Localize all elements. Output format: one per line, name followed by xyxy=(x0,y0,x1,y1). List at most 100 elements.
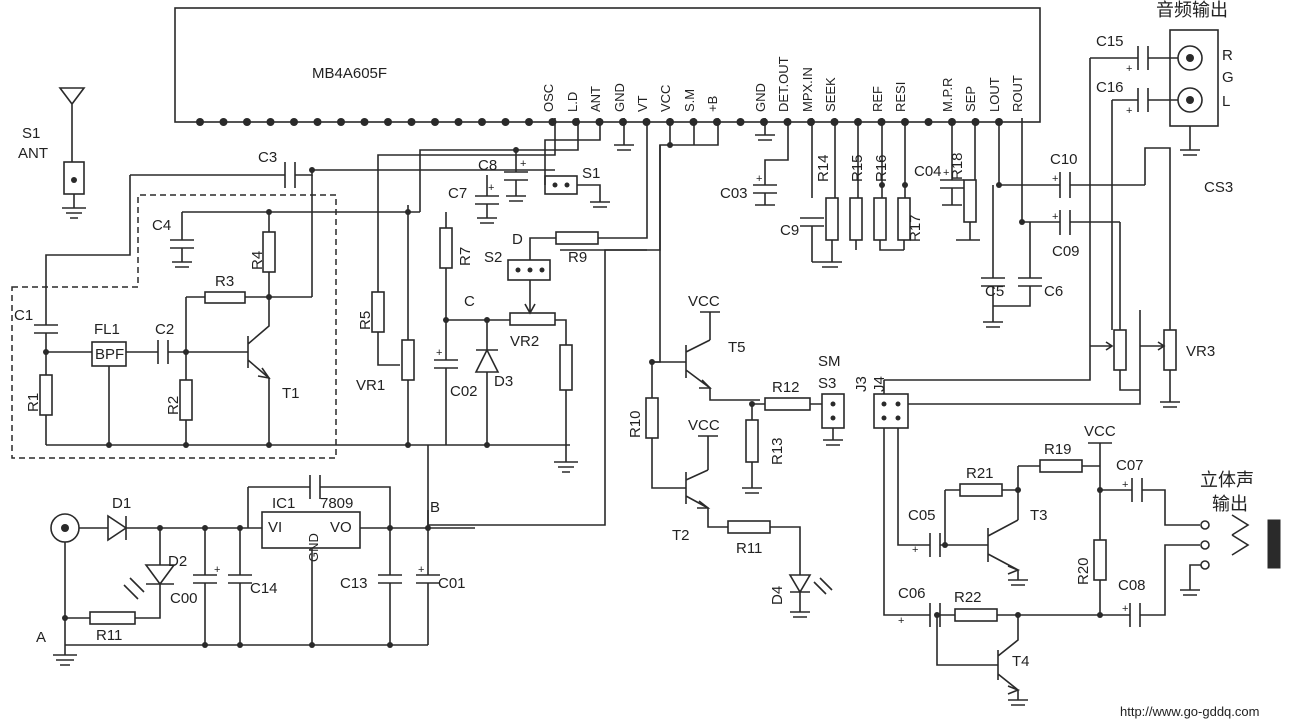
c05-capacitor xyxy=(920,533,988,557)
label-r16: R16 xyxy=(873,154,890,182)
label-c2: C2 xyxy=(155,321,174,338)
label-r3: R3 xyxy=(215,273,234,290)
ic-pin-dot xyxy=(736,118,745,126)
d3-zener-icon xyxy=(474,320,500,445)
label-r9: R9 xyxy=(568,249,587,266)
pin-mpxin: MPX.IN xyxy=(800,67,815,112)
label-c1: C1 xyxy=(14,307,33,324)
label-r22: R22 xyxy=(954,589,982,606)
label-j3: J3 xyxy=(853,376,870,392)
c01-capacitor xyxy=(416,528,440,645)
label-c05: C05 xyxy=(908,507,936,524)
c06-capacitor xyxy=(929,603,955,627)
pin-gnd2: GND xyxy=(753,83,768,112)
label-t2: T2 xyxy=(672,527,690,544)
label-r1: R1 xyxy=(25,393,42,412)
label-c09: C09 xyxy=(1052,243,1080,260)
pin-detout: DET.OUT xyxy=(776,56,791,112)
c4-capacitor xyxy=(170,212,194,268)
label-r12: R12 xyxy=(772,379,800,396)
r15-resistor xyxy=(849,197,863,241)
pin-osc: OSC xyxy=(541,84,556,112)
label-r20: R20 xyxy=(1075,557,1092,585)
label-bpf: BPF xyxy=(95,346,124,363)
svg-text:+: + xyxy=(756,173,762,185)
r3-resistor xyxy=(204,291,246,304)
label-c10: C10 xyxy=(1050,151,1078,168)
label-r10: R10 xyxy=(627,410,644,438)
label-r21: R21 xyxy=(966,465,994,482)
label-vr1: VR1 xyxy=(356,377,385,394)
ground-icon xyxy=(62,194,86,219)
c08-capacitor xyxy=(1100,544,1200,627)
label-ic1: IC1 xyxy=(272,495,295,512)
pin-resi: RESI xyxy=(893,82,908,112)
vr1-potentiometer xyxy=(401,339,415,381)
c14-capacitor xyxy=(228,528,252,645)
t3-transistor xyxy=(987,519,1028,586)
ic-pin-dot xyxy=(243,118,251,126)
label-r11b: R11 xyxy=(736,540,762,557)
vr2-potentiometer xyxy=(509,312,556,326)
r7-resistor xyxy=(439,227,453,269)
r11a-resistor xyxy=(89,611,136,625)
label-r14: R14 xyxy=(815,154,832,182)
label-c8: C8 xyxy=(478,157,497,174)
label-d3: D3 xyxy=(494,373,513,390)
svg-text:+: + xyxy=(1126,105,1132,117)
label-a: A xyxy=(36,629,46,646)
stereo-jack-contacts xyxy=(1231,514,1250,556)
pin-rout: ROUT xyxy=(1010,75,1025,112)
label-c00: C00 xyxy=(170,590,198,607)
svg-text:+: + xyxy=(912,544,918,556)
t5-transistor xyxy=(685,339,760,401)
label-l-channel: L xyxy=(1222,93,1230,110)
label-c01: C01 xyxy=(438,575,466,592)
pin-b: +B xyxy=(705,96,720,112)
stereo-jack-plug xyxy=(1267,519,1281,569)
label-c06: C06 xyxy=(898,585,926,602)
ic-body xyxy=(174,7,1041,123)
c07-capacitor xyxy=(1100,478,1200,526)
t4-transistor xyxy=(997,615,1028,706)
label-c4: C4 xyxy=(152,217,171,234)
c10-capacitor xyxy=(1059,172,1071,198)
r18-resistor xyxy=(963,179,977,223)
ic-name: MB4A605F xyxy=(312,65,387,82)
label-s2: S2 xyxy=(484,249,502,266)
svg-text:+: + xyxy=(898,615,904,627)
pin-sm: S.M xyxy=(682,89,697,112)
label-r-channel: R xyxy=(1222,47,1233,64)
rf-shield-box xyxy=(11,194,337,459)
ic-pin-dot xyxy=(807,118,815,126)
j3-j4-switch xyxy=(873,393,909,429)
ic-pin-dot xyxy=(360,118,369,126)
label-r13: R13 xyxy=(769,437,786,465)
ic-pin-dot xyxy=(266,118,275,126)
label-audio-out: 音频输出 xyxy=(1156,0,1228,21)
svg-text:+: + xyxy=(1126,63,1132,75)
c16-capacitor xyxy=(1112,88,1178,112)
ic-pin-labels: OSC L.D ANT GND VT VCC S.M +B GND DET.OU… xyxy=(541,56,1025,112)
pin-sep: SEP xyxy=(963,86,978,112)
label-s3: S3 xyxy=(818,375,836,392)
label-c04: C04 xyxy=(914,163,942,180)
ic-pin-dot xyxy=(454,118,463,126)
c2-capacitor xyxy=(157,340,169,364)
r19-resistor xyxy=(1039,459,1083,473)
ic-pin-dot xyxy=(478,118,486,126)
ic-pin-dot xyxy=(290,118,298,126)
s1-switch xyxy=(544,175,578,195)
label-r15: R15 xyxy=(849,154,866,182)
label-c5: C5 xyxy=(985,283,1004,300)
label-t3: T3 xyxy=(1030,507,1048,524)
t2-transistor xyxy=(685,469,728,528)
label-d: D xyxy=(512,231,523,248)
label-r11a: R11 xyxy=(96,627,122,644)
svg-text:+: + xyxy=(943,167,949,179)
ic1-regulator xyxy=(261,511,361,549)
label-c15: C15 xyxy=(1096,33,1124,50)
pin-gnd1: GND xyxy=(612,83,627,112)
r12-resistor xyxy=(764,397,811,411)
